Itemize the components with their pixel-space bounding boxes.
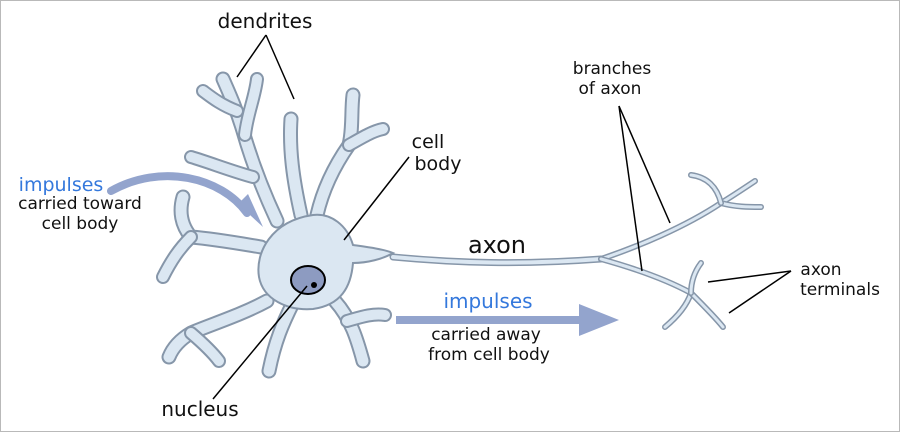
dendrite-fill (342, 309, 390, 326)
terminal-fill (719, 179, 757, 205)
incoming-impulse-arrowhead (238, 194, 263, 227)
label-branches-line1: branches (572, 59, 652, 79)
dendrite-fill (285, 113, 307, 221)
label-cell-body-line2: body (414, 153, 462, 175)
dendrite-fill (186, 328, 224, 366)
cell-body (257, 213, 396, 311)
terminal-fill (689, 261, 703, 295)
dendrite-fill (198, 86, 242, 116)
axon-branch-lower-fill (599, 257, 693, 295)
branches-leader-lower (618, 105, 643, 272)
terminal-fill (719, 201, 763, 209)
axon-branch-upper (598, 200, 724, 262)
dendrite-fill (344, 124, 388, 150)
nucleus-shape (290, 265, 326, 295)
terminal-fill (689, 291, 725, 329)
label-axon: axon (467, 231, 527, 259)
leader-lines (212, 34, 792, 400)
label-branches-line2: of axon (578, 79, 642, 99)
dendrite-fill (158, 232, 196, 282)
label-dendrites: dendrites (217, 9, 313, 33)
dendrite-fill (263, 297, 299, 377)
terminals-leader-lower (728, 270, 792, 314)
outgoing-impulse-shaft (396, 316, 579, 324)
label-impulses-out-sub2: from cell body (428, 345, 550, 365)
label-impulses-in-sub1: carried toward (18, 194, 142, 214)
label-impulses-in-sub2: cell body (41, 214, 119, 234)
terminals-leader-upper (707, 270, 792, 283)
label-impulses-out-sub1: carried away (431, 325, 541, 345)
dendrite-fill (186, 152, 258, 182)
terminal-fill (689, 173, 723, 205)
neuron (156, 71, 764, 379)
axon-branch-upper-fill (599, 201, 723, 261)
label-axon-terminals-line2: terminals (800, 280, 880, 300)
nucleolus (311, 282, 317, 288)
dendrite-fill (329, 295, 369, 367)
dendrites (156, 71, 392, 379)
cell-body-leader (343, 156, 410, 241)
label-impulses-in: impulses (18, 174, 104, 196)
label-axon-terminals-line1: axon (800, 260, 842, 280)
dendrites-leader-right (265, 34, 295, 100)
axon-terminals (662, 172, 764, 330)
branches-leader-upper (618, 105, 671, 224)
label-cell-body-line1: cell (411, 131, 445, 153)
label-nucleus: nucleus (161, 397, 239, 421)
arrows (107, 172, 619, 336)
dendrite-fill (240, 74, 262, 140)
nucleus-leader (212, 285, 308, 400)
incoming-impulse-arrow (107, 172, 251, 217)
outgoing-impulse-arrowhead (579, 304, 619, 336)
axon-fill (391, 255, 603, 265)
label-impulses-out: impulses (443, 289, 533, 313)
dendrites-leader-left (236, 34, 267, 78)
